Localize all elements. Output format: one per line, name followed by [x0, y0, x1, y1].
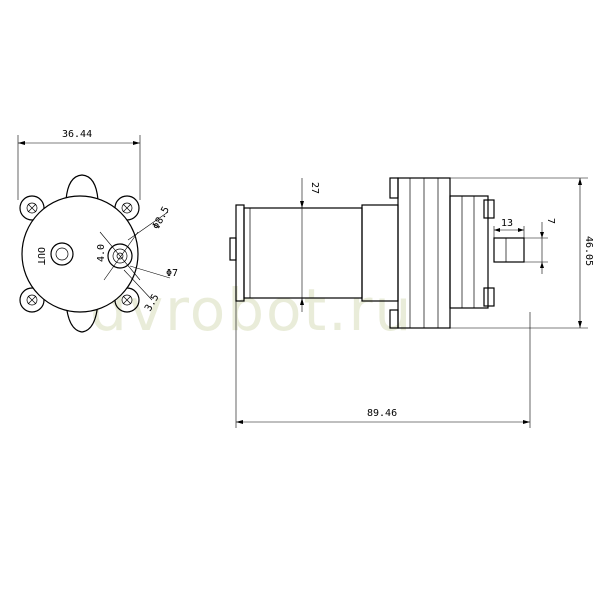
pump-head-circle: [21, 195, 139, 313]
body-height-label: 27: [309, 182, 320, 194]
outlet-nozzle: [493, 237, 525, 263]
side-view: 27 89.46 46.05 13 7: [229, 177, 594, 428]
motor-terminal: [229, 237, 237, 261]
screw-crosses: [26, 202, 133, 306]
watermark-text: dvrobot.ru: [90, 276, 413, 344]
nozzle-dia-label: 7: [545, 218, 556, 224]
length-label: 89.46: [367, 408, 397, 419]
inlet-port: [107, 243, 133, 269]
outlet-label: OUT: [35, 247, 46, 265]
pump-front-plate: [449, 195, 489, 309]
hole-dia-label: Φ8.5: [151, 205, 172, 231]
shaft-dia-label: Φ7: [166, 268, 178, 279]
top-mounting-lug: [65, 174, 99, 201]
front-view: 36.44 OUT Φ8.5 Φ7 3: [17, 129, 178, 333]
small-dim-label-a: 4.0: [96, 244, 107, 262]
bottom-mounting-lug: [65, 301, 99, 333]
outlet-port: [50, 242, 74, 266]
nozzle-length-label: 13: [501, 218, 513, 229]
front-width-label: 36.44: [62, 129, 92, 140]
height-label: 46.05: [583, 236, 594, 266]
